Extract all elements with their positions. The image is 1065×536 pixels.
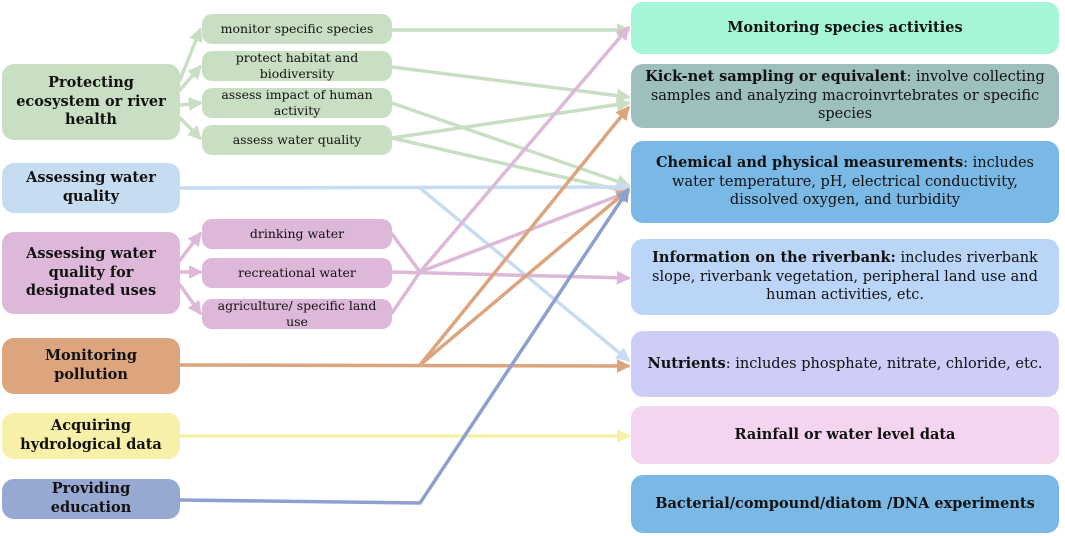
purpose-label: Providing education bbox=[50, 480, 132, 516]
method-title: Chemical and physical measurements bbox=[655, 153, 964, 171]
purpose-providing-education: Providing education bbox=[2, 479, 180, 519]
purpose-designated-uses: Assessing water quality for designated u… bbox=[2, 232, 180, 314]
sub-label: agriculture/ specific land use bbox=[217, 297, 377, 329]
method-detail: includes riverbank slope, riverbank vege… bbox=[652, 249, 1038, 304]
method-rainfall: Rainfall or water level data bbox=[631, 406, 1059, 464]
sub-label: assess impact of human activity bbox=[221, 86, 373, 118]
method-detail: : includes phosphate, nitrate, chloride,… bbox=[725, 355, 1043, 372]
sub-recreational-water: recreational water bbox=[202, 258, 392, 288]
method-chemical-physical: Chemical and physical measurements: incl… bbox=[631, 141, 1059, 223]
arrow-recreational-chem bbox=[418, 189, 631, 274]
method-title: Nutrients bbox=[647, 354, 726, 372]
arrow-protecting-species bbox=[178, 27, 203, 82]
purpose-label: Assessing water quality bbox=[26, 169, 156, 205]
arrow-pollution-nutrients bbox=[178, 358, 631, 373]
sub-monitor-species: monitor specific species bbox=[202, 14, 392, 44]
method-monitoring-species: Monitoring species activities bbox=[631, 2, 1059, 54]
purpose-assessing-water-quality: Assessing water quality bbox=[2, 163, 180, 213]
purpose-hydrological-data: Acquiring hydrological data bbox=[2, 413, 180, 459]
arrow-habitat-kick bbox=[390, 65, 631, 103]
arrow-protecting-habitat bbox=[178, 64, 202, 92]
arrow-designated-drinking bbox=[178, 231, 202, 262]
purpose-label: Monitoring pollution bbox=[45, 347, 137, 383]
purpose-monitoring-pollution: Monitoring pollution bbox=[2, 338, 180, 394]
sub-agriculture: agriculture/ specific land use bbox=[202, 297, 392, 329]
arrow-recreational-species bbox=[418, 25, 630, 274]
sub-protect-habitat: protect habitat and biodiversity bbox=[202, 49, 392, 81]
arrow-assessing-chem bbox=[178, 180, 631, 195]
purpose-label: Assessing water quality for designated u… bbox=[25, 244, 157, 300]
sub-label: monitor specific species bbox=[220, 20, 374, 36]
sub-label: assess water quality bbox=[232, 131, 362, 147]
arrow-pollution-chem bbox=[418, 188, 631, 367]
arrow-education-chem bbox=[178, 187, 630, 505]
arrow-wq-kick bbox=[390, 97, 631, 140]
sub-label: recreational water bbox=[238, 264, 356, 280]
method-title: Kick-net sampling or equivalent bbox=[645, 67, 907, 85]
sub-label: protect habitat and biodiversity bbox=[235, 49, 359, 81]
sub-human-activity: assess impact of human activity bbox=[202, 86, 392, 118]
purpose-label: Protecting ecosystem or river health bbox=[16, 73, 166, 129]
arrow-recreational-bank bbox=[390, 270, 631, 285]
arrow-human-chem bbox=[390, 101, 631, 188]
method-detail: : includes water temperature, pH, electr… bbox=[672, 154, 1034, 209]
arrow-protecting-human bbox=[178, 97, 203, 112]
method-title: Information on the riverbank: bbox=[652, 248, 896, 266]
sub-assess-water-quality: assess water quality bbox=[202, 125, 392, 155]
arrow-drinking-merge bbox=[390, 232, 422, 274]
arrow-pollution-kick bbox=[418, 105, 630, 367]
method-nutrients: Nutrients: includes phosphate, nitrate, … bbox=[631, 331, 1059, 397]
method-dna-experiments: Bacterial/compound/diatom /DNA experimen… bbox=[631, 475, 1059, 533]
arrow-agriculture-merge bbox=[390, 270, 422, 315]
method-title: Monitoring species activities bbox=[727, 18, 963, 36]
arrow-protecting-wq bbox=[178, 116, 202, 140]
method-title: Bacterial/compound/diatom /DNA experimen… bbox=[655, 494, 1035, 512]
purpose-label: Acquiring hydrological data bbox=[20, 417, 162, 453]
method-riverbank: Information on the riverbank: includes r… bbox=[631, 239, 1059, 315]
method-detail: : involve collecting samples and analyzi… bbox=[650, 68, 1045, 123]
method-title: Rainfall or water level data bbox=[734, 425, 956, 443]
purpose-protecting-ecosystem: Protecting ecosystem or river health bbox=[2, 64, 180, 140]
sub-drinking-water: drinking water bbox=[202, 219, 392, 249]
arrow-designated-agriculture bbox=[178, 283, 202, 316]
sub-label: drinking water bbox=[249, 225, 345, 241]
method-kick-net: Kick-net sampling or equivalent: involve… bbox=[631, 64, 1059, 128]
